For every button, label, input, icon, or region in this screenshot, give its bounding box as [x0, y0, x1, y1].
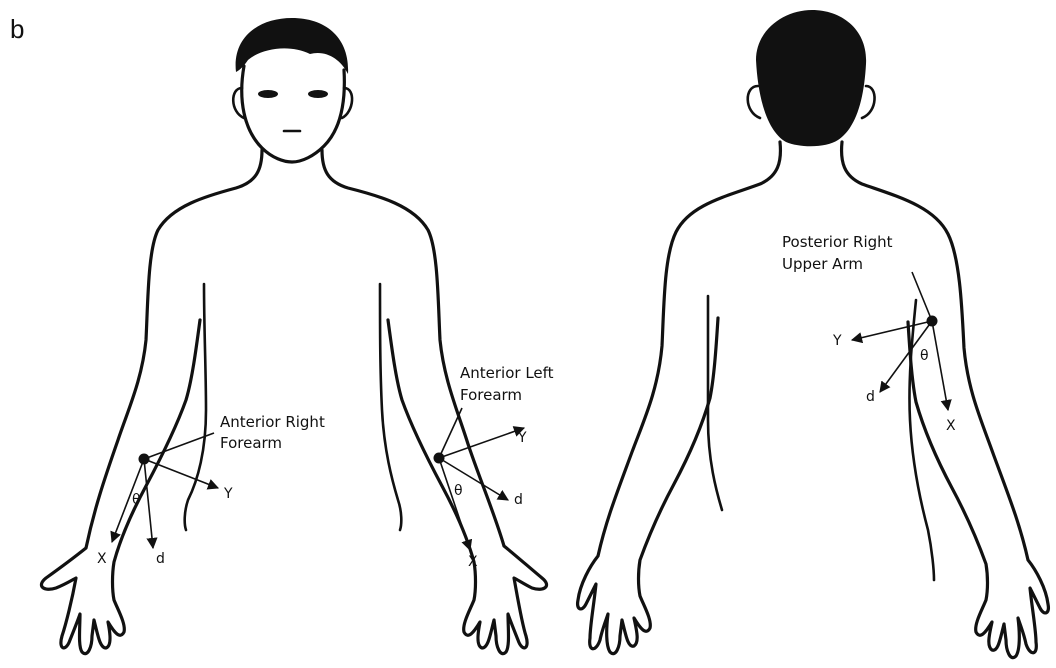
front-hair: [236, 18, 349, 74]
x-axis-label: X: [946, 418, 956, 434]
sensor-label-line1: Anterior Right: [220, 413, 325, 431]
sensor-label-line2: Forearm: [460, 386, 522, 404]
front-right-eye: [308, 90, 328, 98]
y-axis-arrow: [439, 428, 524, 458]
angle-label: θ: [454, 483, 463, 499]
back-left-outline: [578, 142, 781, 654]
back-hair: [756, 10, 866, 146]
back-left-ear: [748, 86, 760, 118]
front-right-torso-line: [380, 284, 401, 530]
y-axis-label: Y: [223, 486, 233, 502]
y-axis-label: Y: [517, 430, 527, 446]
panel-letter: b: [10, 14, 24, 44]
front-head: [242, 66, 345, 162]
d-label: d: [514, 492, 523, 508]
angle-label: θ: [132, 492, 141, 508]
sensor-label-line2: Upper Arm: [782, 255, 863, 273]
front-left-eye: [258, 90, 278, 98]
sensor-label-line2: Forearm: [220, 434, 282, 452]
sensor-posterior-right-upper-arm: Posterior Right Upper Arm Y X d θ: [782, 233, 956, 434]
sensor-anterior-right-forearm: Anterior Right Forearm Y X d θ: [97, 413, 325, 567]
y-axis-arrow: [144, 459, 218, 488]
angle-label: θ: [920, 348, 929, 364]
back-right-ear: [862, 86, 875, 118]
y-axis-label: Y: [832, 333, 842, 349]
d-label: d: [156, 551, 165, 567]
front-left-outline: [41, 150, 262, 654]
x-axis-label: X: [468, 554, 478, 570]
x-axis-arrow: [439, 458, 470, 550]
sensor-label-line1: Anterior Left: [460, 364, 554, 382]
back-body-figure: [578, 10, 1049, 658]
front-left-torso-line: [185, 284, 206, 530]
x-axis-arrow: [932, 321, 948, 410]
x-axis-label: X: [97, 551, 107, 567]
d-label: d: [866, 389, 875, 405]
sensor-label-line1: Posterior Right: [782, 233, 893, 251]
